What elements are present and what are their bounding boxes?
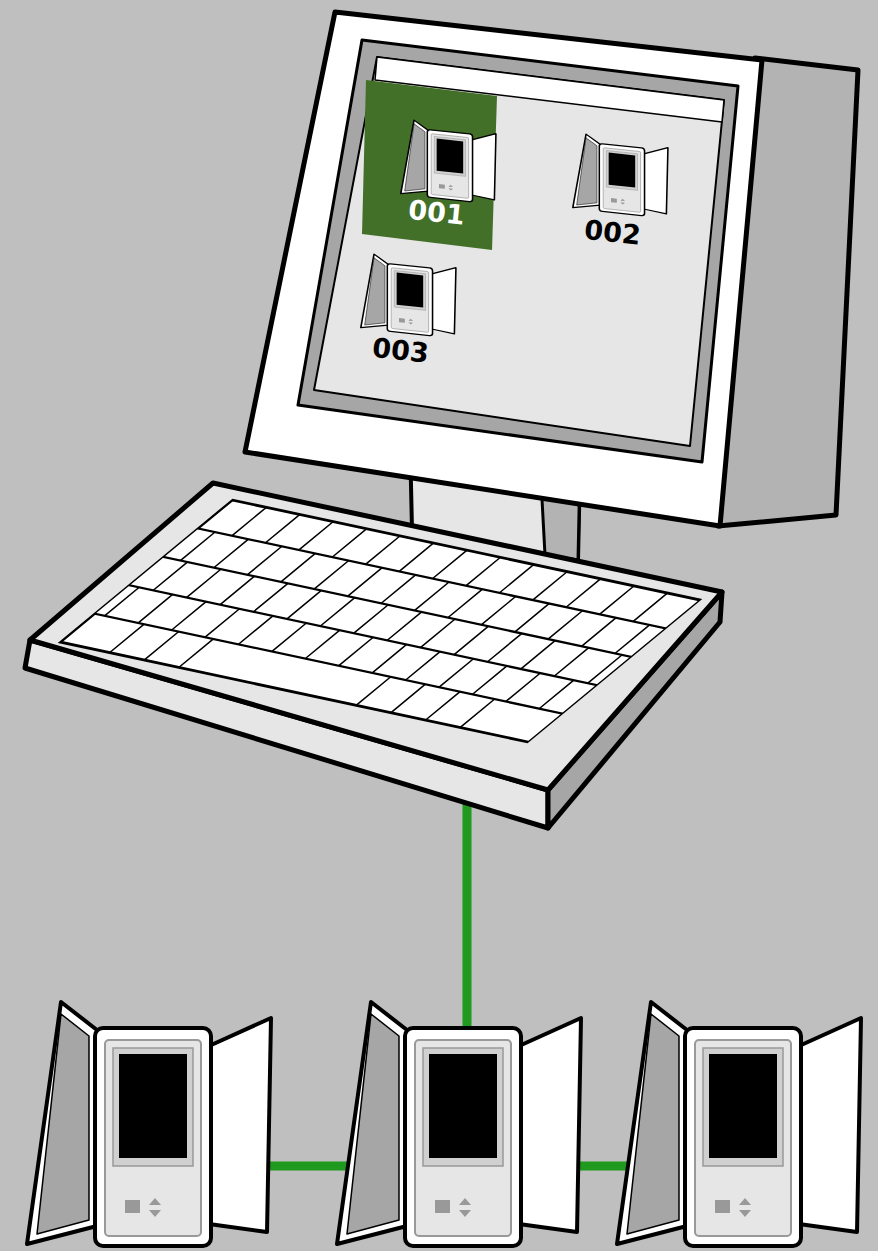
- keyboard-keys: [60, 500, 700, 742]
- voting-machine: [617, 1002, 861, 1246]
- machine-icon: [401, 119, 496, 205]
- key-divider: [112, 599, 580, 699]
- key-area: [60, 500, 700, 742]
- machine-number: 002: [583, 216, 642, 249]
- key-divider: [77, 628, 545, 728]
- key-row-line: [94, 614, 562, 714]
- voting-machine: [27, 1002, 271, 1246]
- monitor-bezel: [245, 12, 762, 526]
- key-divider: [215, 514, 683, 614]
- key-divider: [180, 543, 648, 643]
- machine-number: 003: [371, 334, 430, 367]
- network-wire: [463, 800, 472, 1045]
- key-divider: [146, 571, 614, 671]
- machine-icon: [361, 253, 456, 339]
- machine-number: 001: [407, 196, 466, 229]
- machine-icon: [573, 133, 668, 219]
- selected-icon-highlight: [362, 80, 497, 250]
- screen-frame: [298, 40, 738, 462]
- screen: [314, 57, 724, 446]
- keyboard-top: [30, 483, 722, 790]
- voting-machine: [337, 1002, 581, 1246]
